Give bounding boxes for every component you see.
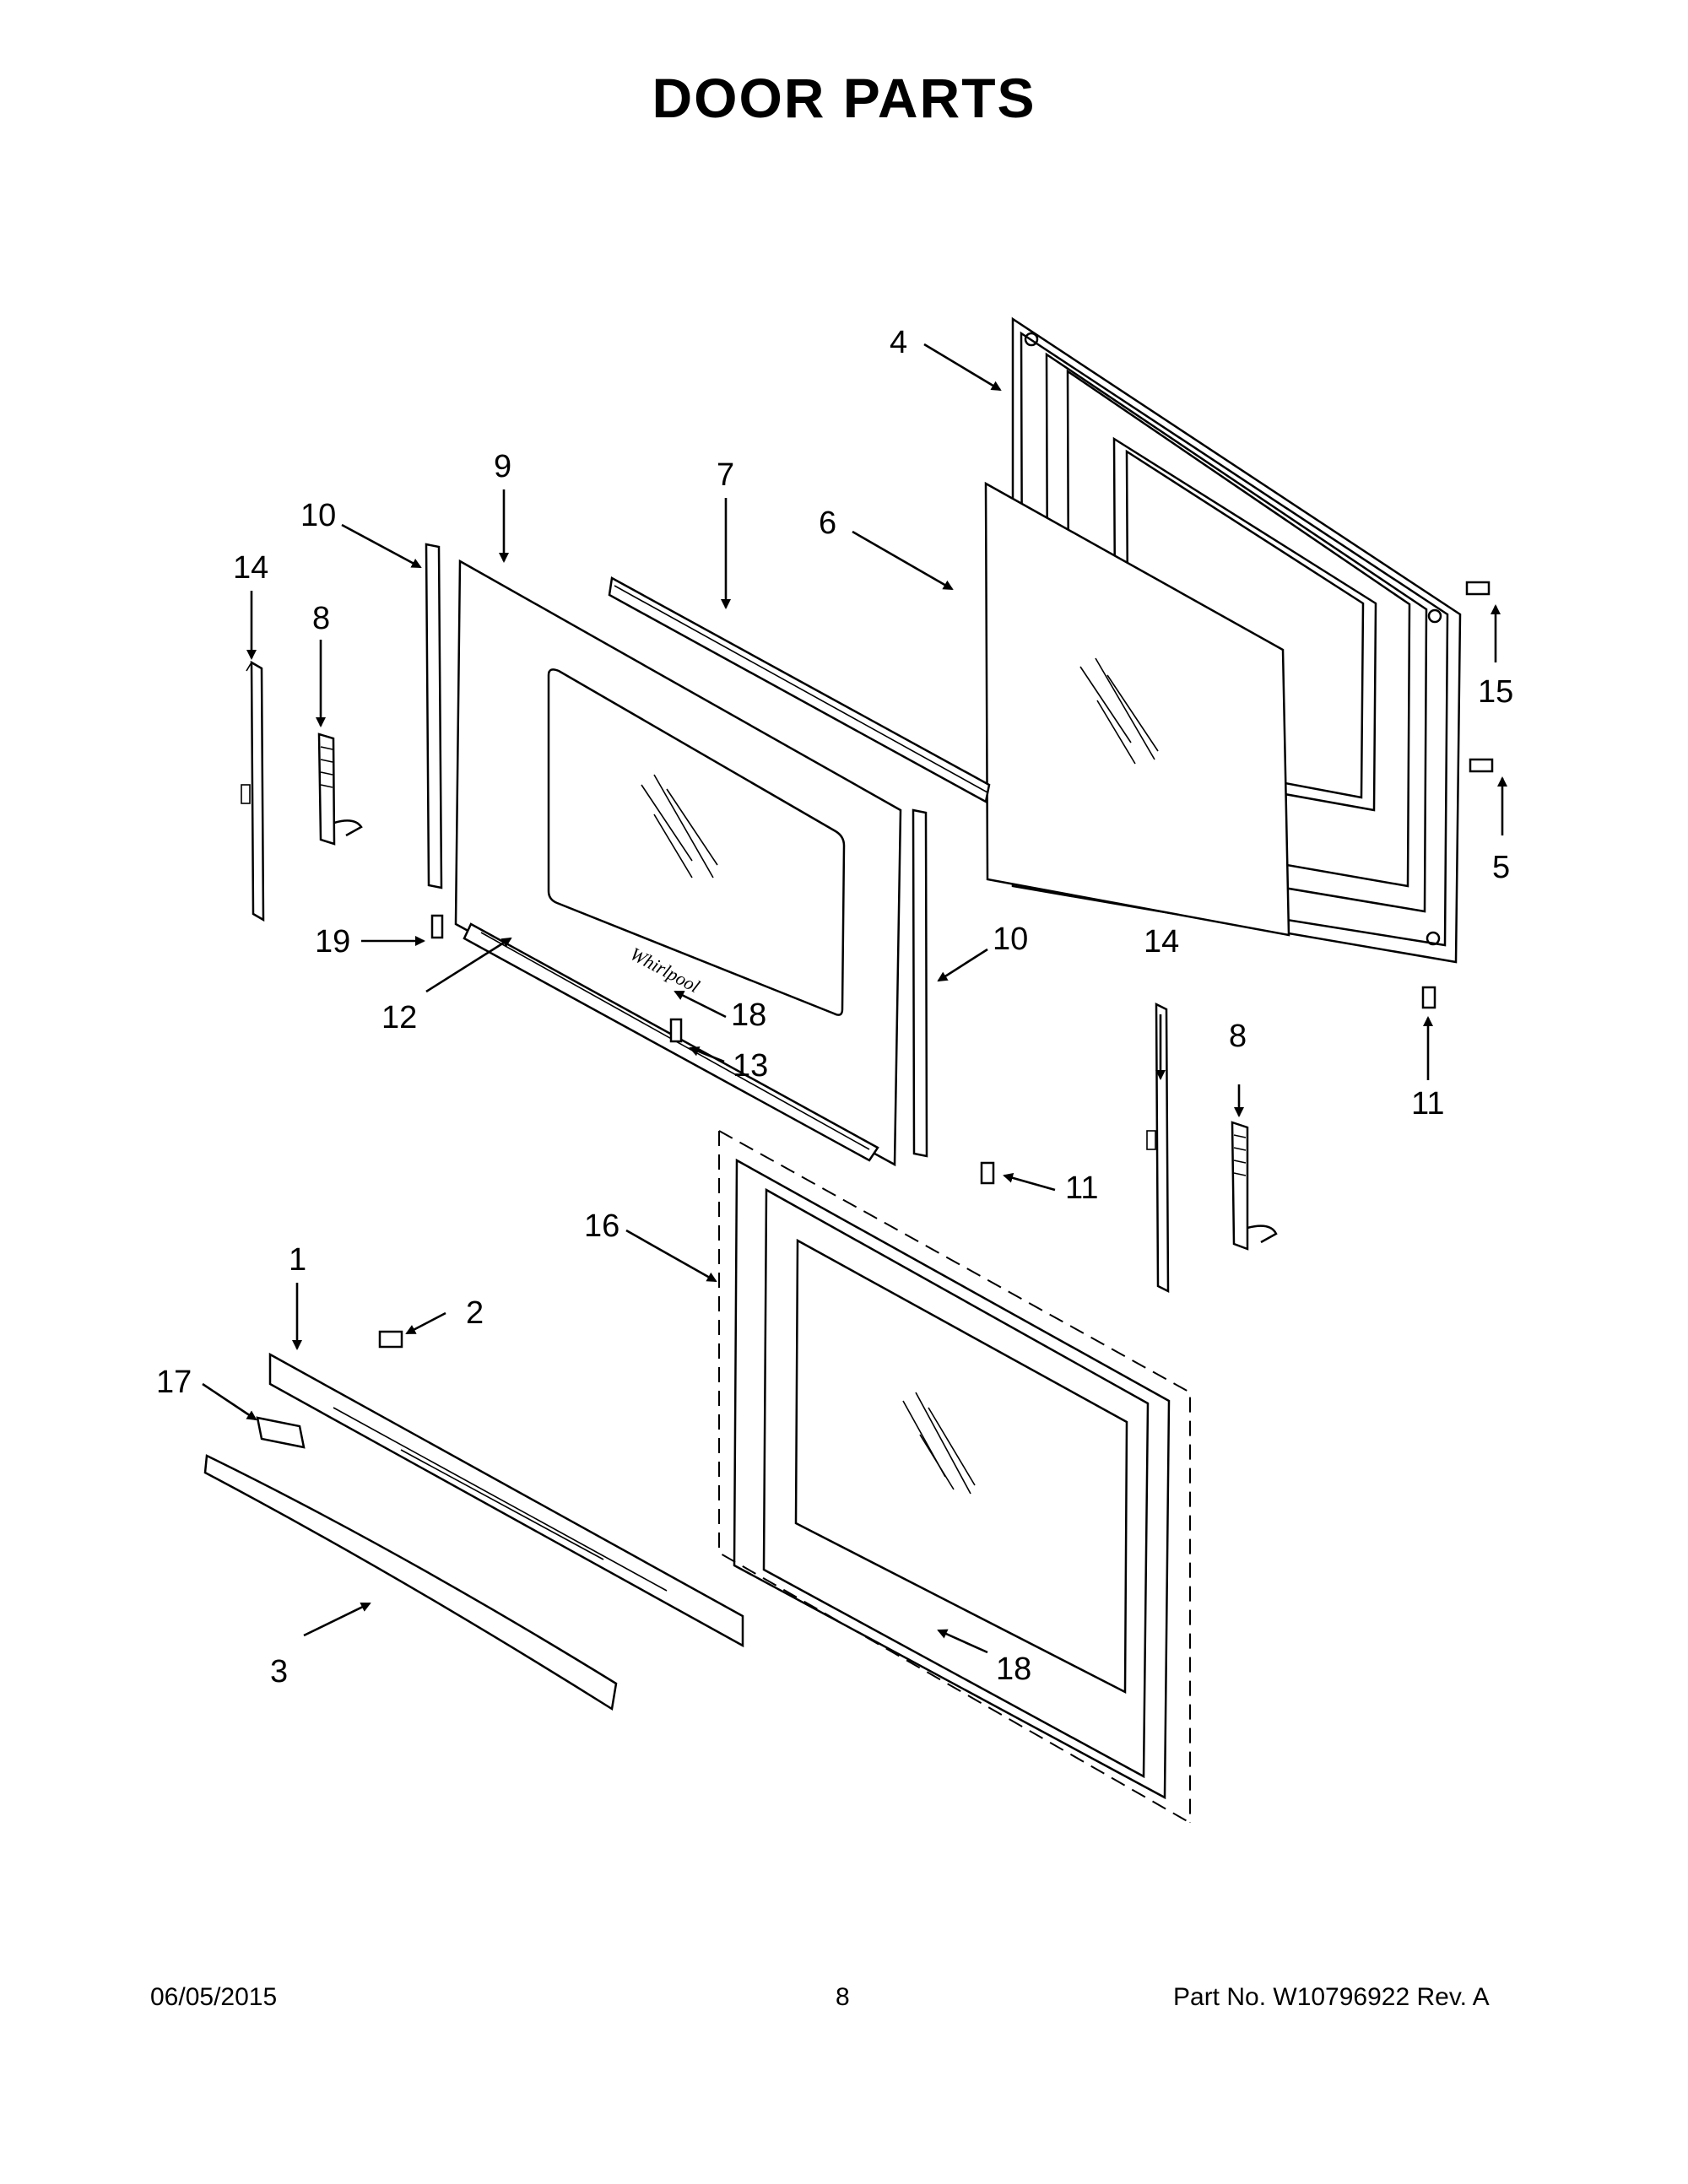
screw-11-center-part	[980, 1161, 995, 1185]
callout-10-right: 10	[993, 922, 1028, 957]
callout-15: 15	[1478, 674, 1513, 710]
callout-14-left: 14	[233, 550, 268, 586]
callout-7: 7	[717, 457, 734, 493]
page-title: DOOR PARTS	[652, 67, 1036, 129]
callout-12: 12	[381, 1000, 417, 1035]
callout-19: 19	[315, 924, 350, 960]
screw-13-part	[669, 1018, 683, 1043]
callout-5: 5	[1492, 850, 1510, 885]
callout-4: 4	[890, 325, 907, 360]
glass-pane-part	[984, 481, 1290, 937]
callout-6: 6	[819, 505, 836, 541]
vent-trim-part	[268, 1352, 744, 1648]
callout-9: 9	[494, 449, 511, 484]
door-handle-part	[203, 1454, 618, 1711]
hinge-receiver-right-part	[1231, 1121, 1278, 1251]
callout-10-left: 10	[300, 498, 336, 533]
side-trim-left-part	[425, 543, 443, 889]
callout-11-right: 11	[1411, 1086, 1444, 1122]
top-trim-part	[608, 576, 991, 803]
hinge-receiver-left-part	[317, 733, 363, 846]
end-cap-part	[256, 1416, 306, 1449]
screw-2-part	[378, 1330, 403, 1349]
footer-page-number: 8	[836, 1983, 850, 2011]
leader-lines	[202, 343, 1507, 1654]
screw-19-part	[430, 914, 444, 939]
callout-8-left: 8	[312, 601, 330, 636]
callout-14-right: 14	[1144, 924, 1179, 960]
callout-1: 1	[289, 1242, 306, 1278]
screw-15-part	[1465, 581, 1491, 596]
callout-17: 17	[156, 1365, 192, 1400]
callout-2: 2	[466, 1295, 484, 1331]
screw-5-part	[1469, 758, 1494, 773]
callout-8-right: 8	[1229, 1019, 1247, 1054]
callout-16: 16	[584, 1208, 619, 1244]
callout-18-upper: 18	[731, 997, 766, 1033]
screw-11-right-part	[1421, 986, 1436, 1009]
callout-18-lower: 18	[996, 1652, 1031, 1687]
side-trim-right-part	[912, 808, 928, 1158]
glass-door-assembly-part: Whirlpool	[454, 559, 902, 1167]
hinge-left-part	[241, 660, 265, 922]
callout-3: 3	[270, 1654, 288, 1689]
footer-date: 06/05/2015	[150, 1983, 278, 2011]
outer-door-part	[718, 1130, 1191, 1824]
hinge-right-part	[1146, 1002, 1170, 1294]
callout-11-center: 11	[1065, 1170, 1098, 1206]
footer-part-number: Part No. W10796922 Rev. A	[1173, 1983, 1490, 2011]
callout-13: 13	[733, 1048, 768, 1084]
